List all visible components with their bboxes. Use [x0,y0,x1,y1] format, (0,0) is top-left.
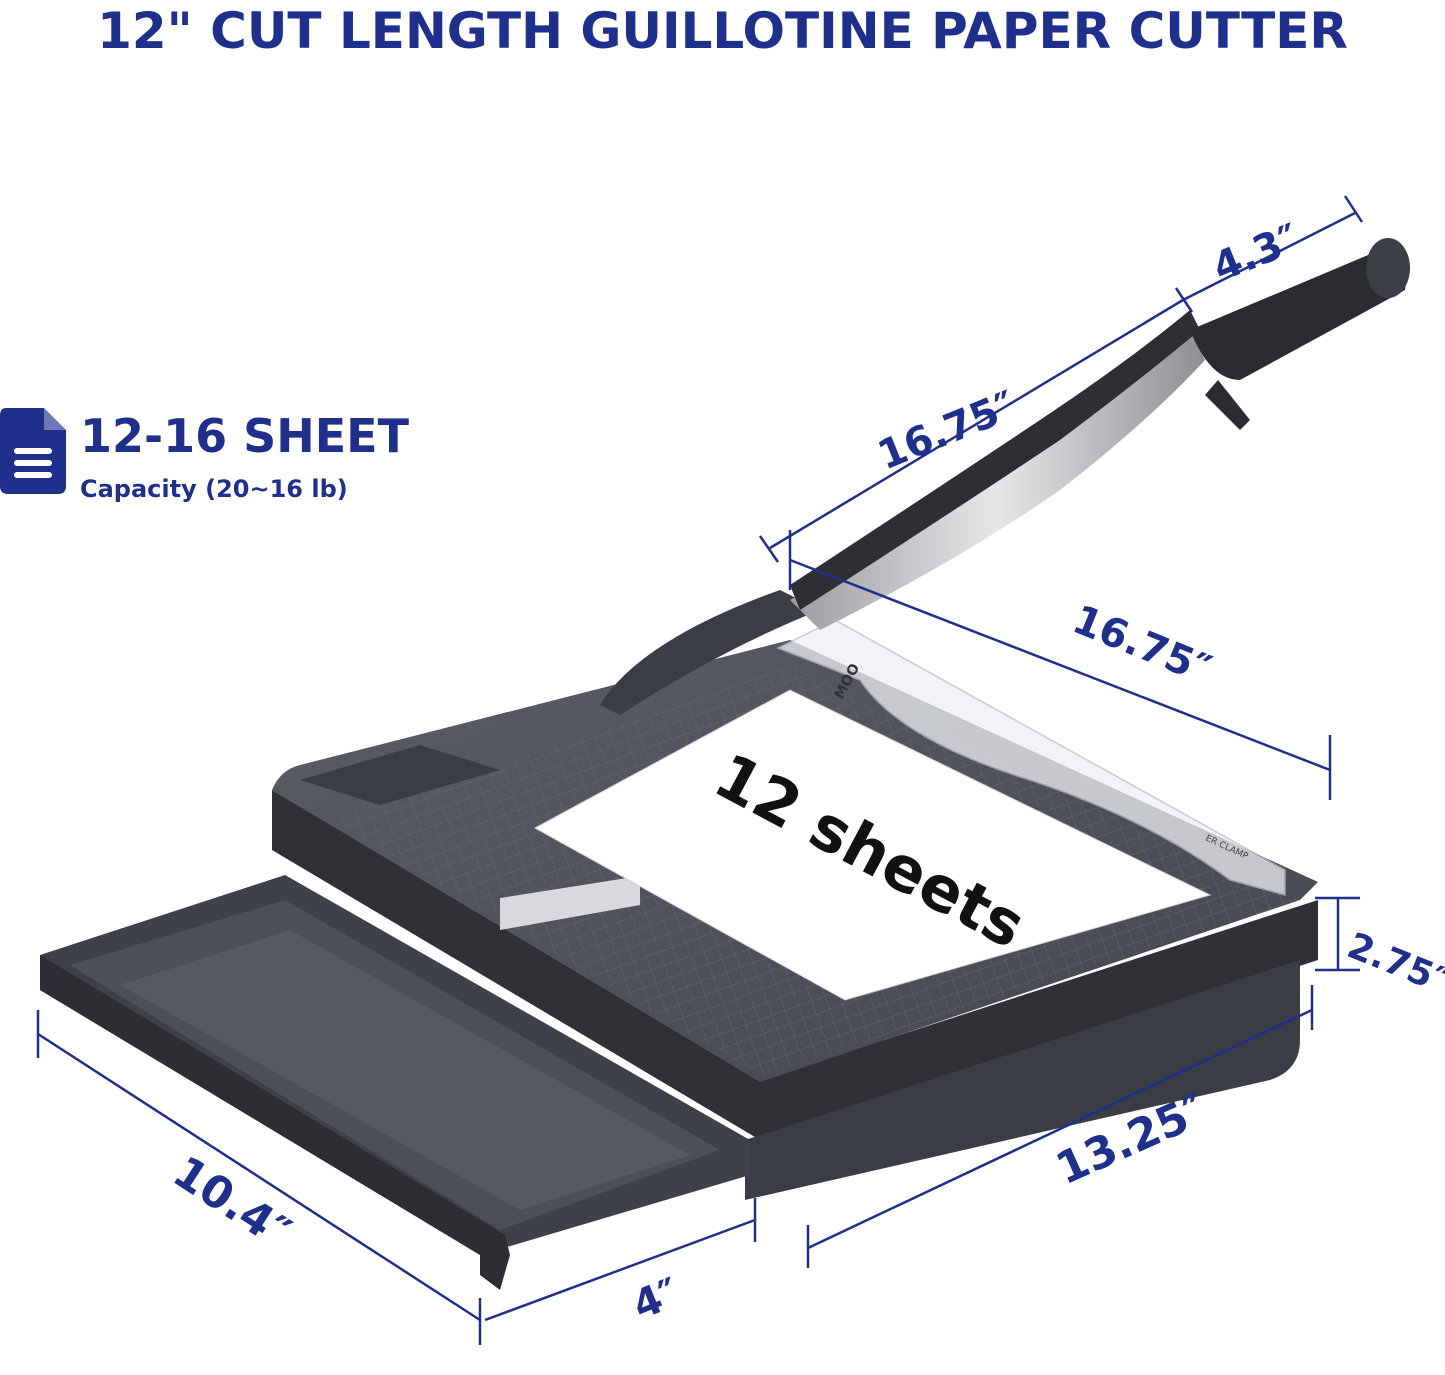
capacity-heading: 12-16 SHEET [80,409,409,463]
dimension-depth-label: 10.4″ [164,1146,299,1259]
dimension-height-label: 2.75″ [1342,925,1445,1002]
cutter-handle [1190,238,1410,430]
document-icon [0,408,66,494]
dimension-lines [36,195,1364,1345]
dimension-handle-label: 4.3″ [1207,215,1307,291]
storage-drawer [40,875,750,1290]
cutter-arm [600,310,1205,715]
dimension-board-label: 16.75″ [1066,597,1217,694]
capacity-subtext: Capacity (20~16 lb) [80,475,348,503]
page-title: 12" CUT LENGTH GUILLOTINE PAPER CUTTER [97,2,1348,60]
dimension-drawer-label: 4″ [627,1270,687,1330]
